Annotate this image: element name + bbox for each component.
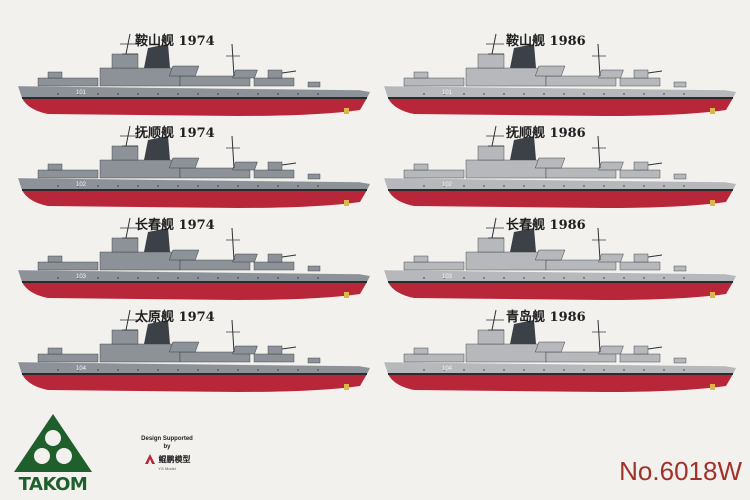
ship-card: 青岛舰 1986 104 (384, 306, 736, 398)
ship-title: 鞍山舰 1986 (506, 34, 586, 49)
logo-wordmark: TAKOM (18, 474, 88, 495)
ship-title: 长春舰 1986 (506, 218, 586, 233)
hull-number: 101 (442, 90, 453, 96)
ship-profile-icon (384, 33, 736, 116)
ship-profile-icon (384, 217, 736, 300)
ship-card: 鞍山舰 1986 101 (384, 30, 736, 122)
ship-title: 太原舰 1974 (135, 310, 215, 325)
ship-title: 青岛舰 1986 (506, 310, 586, 325)
ship-title: 长春舰 1974 (135, 218, 215, 233)
product-number: No.6018W (619, 456, 742, 486)
design-credit-by: by (163, 444, 171, 450)
ship-profile-icon (18, 217, 370, 300)
ship-card: 鞍山舰 1974 101 (18, 30, 370, 122)
ship-profile-icon (18, 309, 370, 392)
ship-profile-icon (18, 33, 370, 116)
hull-number: 102 (442, 182, 453, 188)
ship-card: 长春舰 1986 103 (384, 214, 736, 306)
partner-mark: 鲲鹏模型 (122, 453, 212, 465)
hull-number: 103 (442, 274, 453, 280)
partner-logo-icon (144, 454, 155, 464)
hull-number: 101 (76, 90, 87, 96)
takom-logo: TAKOM (8, 412, 98, 496)
design-credit-line: Design Supported (141, 436, 193, 442)
ship-title: 抚顺舰 1986 (506, 126, 586, 141)
partner-name: 鲲鹏模型 (158, 454, 191, 464)
ship-card: 太原舰 1974 104 (18, 306, 370, 398)
ship-profile-icon (384, 125, 736, 208)
ship-card: 长春舰 1974 103 (18, 214, 370, 306)
ship-card: 抚顺舰 1986 102 (384, 122, 736, 214)
ship-card: 抚顺舰 1974 102 (18, 122, 370, 214)
hull-number: 104 (442, 366, 453, 372)
ship-profile-icon (384, 309, 736, 392)
takom-emblem-icon (14, 414, 92, 472)
hull-number: 104 (76, 366, 87, 372)
hull-number: 103 (76, 274, 87, 280)
hull-number: 102 (76, 182, 87, 188)
partner-sub: YG Model (158, 466, 176, 471)
ship-profile-icon (18, 125, 370, 208)
design-credit: Design Supported by 鲲鹏模型 YG Model (122, 436, 212, 471)
ship-title: 鞍山舰 1974 (135, 34, 215, 49)
ship-title: 抚顺舰 1974 (135, 126, 215, 141)
